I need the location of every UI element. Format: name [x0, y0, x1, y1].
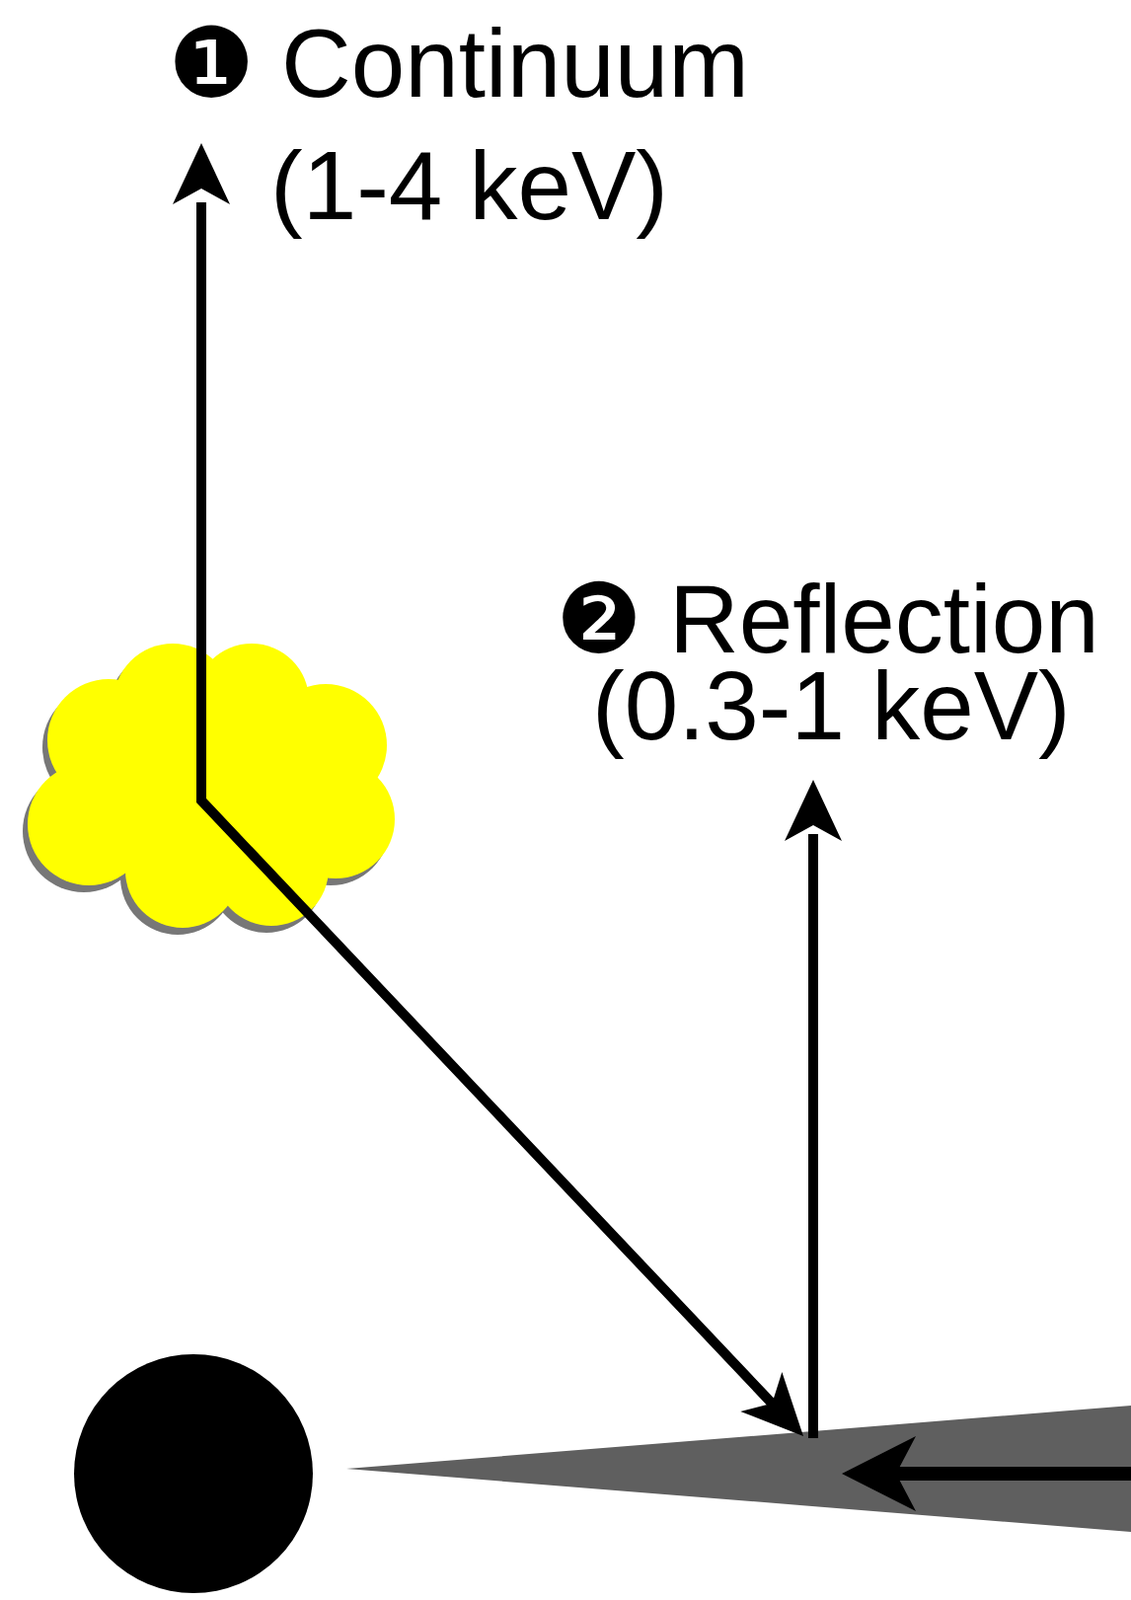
arrow-head — [841, 1435, 916, 1511]
accretion-disk — [346, 1405, 1131, 1532]
emission-title: ❶ Continuum — [167, 14, 750, 112]
inflow-line — [893, 1466, 1131, 1481]
emission-title: ❷ Reflection — [555, 570, 1100, 668]
energy-band: (1-4 keV) — [270, 137, 669, 234]
energy-band: (0.3-1 keV) — [592, 657, 1071, 754]
ray-line — [201, 202, 780, 1412]
arrow-head — [784, 779, 842, 841]
arrow-head — [172, 143, 230, 205]
corona-cloud — [27, 643, 395, 928]
black-hole — [74, 1354, 313, 1593]
ray-line — [808, 833, 819, 1438]
